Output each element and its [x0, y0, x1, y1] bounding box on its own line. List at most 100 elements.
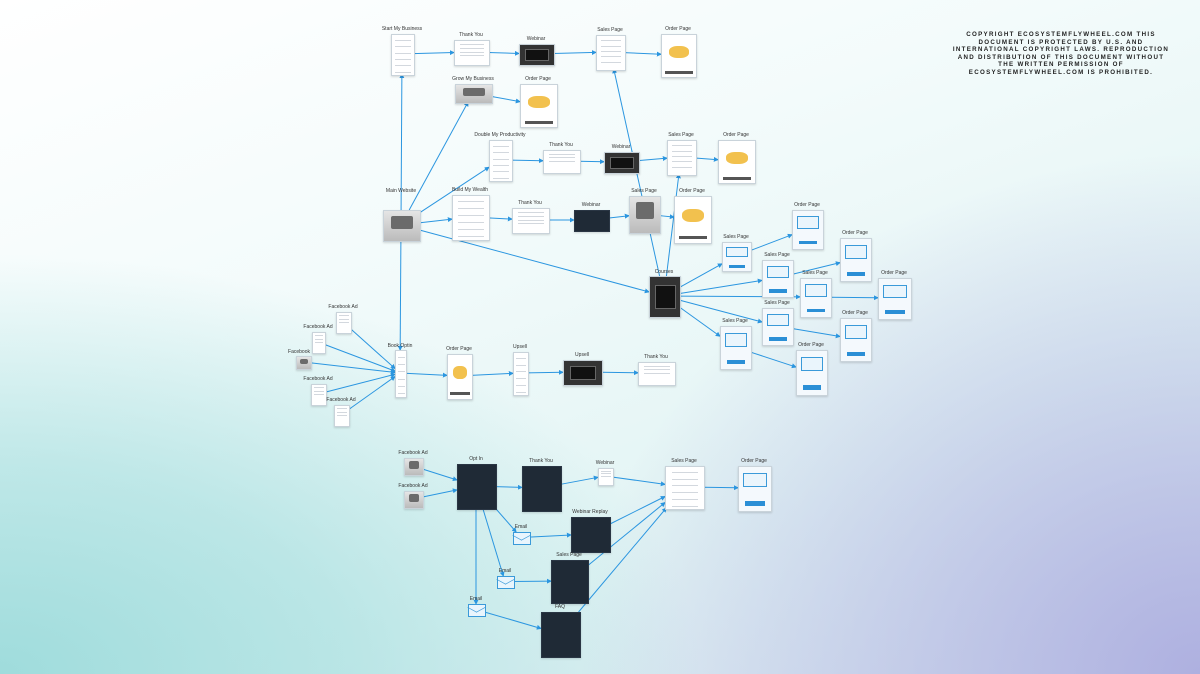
node-label: Webinar	[581, 202, 601, 208]
node-label: Main Website	[385, 188, 417, 194]
node-label: Sales Page	[802, 270, 828, 276]
node-ty1[interactable]: Thank You	[454, 32, 490, 66]
node-label: Thank You	[518, 200, 542, 206]
node-ty2[interactable]: Thank You	[543, 142, 581, 174]
connector-sales2-to-order3	[694, 156, 719, 162]
node-courses[interactable]: Courses	[649, 269, 681, 318]
node-faq[interactable]: FAQ	[541, 604, 581, 658]
node-order1[interactable]: Order Page	[661, 26, 697, 78]
page-thumbnail	[649, 276, 681, 318]
node-fb5[interactable]: Facebook Ad	[326, 397, 356, 427]
connector-fb3-to-book_optin	[309, 362, 396, 375]
page-thumbnail	[455, 84, 493, 104]
node-email3[interactable]: Email	[468, 596, 486, 617]
node-webinar4[interactable]: Webinar	[596, 460, 614, 486]
node-c-order2[interactable]: Order Page	[840, 230, 872, 282]
node-sales4[interactable]: Sales Page	[665, 458, 705, 510]
node-c-sales5[interactable]: Sales Page	[720, 318, 752, 370]
node-label: Webinar	[595, 460, 615, 466]
node-ty3[interactable]: Thank You	[512, 200, 550, 234]
page-thumbnail	[571, 517, 611, 553]
node-fb3[interactable]: Facebook	[288, 349, 312, 370]
node-c-sales1[interactable]: Sales Page	[722, 234, 752, 272]
node-label: Thank You	[549, 142, 573, 148]
node-fb4[interactable]: Facebook Ad	[303, 376, 333, 406]
node-label: Order Page	[525, 76, 551, 82]
node-ty5[interactable]: Thank You	[522, 458, 562, 512]
page-thumbnail	[598, 468, 614, 486]
node-grow-biz[interactable]: Grow My Business	[452, 76, 494, 104]
node-c-order5[interactable]: Order Page	[796, 342, 828, 396]
node-fb2[interactable]: Facebook Ad	[303, 324, 333, 354]
node-label: Order Page	[881, 270, 907, 276]
node-fb6[interactable]: Facebook Ad	[398, 450, 428, 476]
page-thumbnail	[762, 260, 794, 298]
node-label: Facebook Ad	[303, 324, 333, 330]
node-book-optin[interactable]: Book Optin	[388, 343, 412, 398]
node-fb7[interactable]: Facebook Ad	[398, 483, 428, 509]
node-email2[interactable]: Email	[497, 568, 515, 589]
node-c-order4[interactable]: Order Page	[840, 310, 872, 362]
node-web2[interactable]: Webinar	[604, 144, 640, 174]
node-c-order3[interactable]: Order Page	[878, 270, 912, 320]
connector-web3-to-sales3	[607, 213, 630, 219]
node-label: Facebook	[288, 349, 310, 355]
node-optin2[interactable]: Opt In	[457, 456, 497, 510]
node-label: Facebook Ad	[326, 397, 356, 403]
node-label: Sales Page	[668, 132, 694, 138]
page-thumbnail	[722, 242, 752, 272]
node-order4[interactable]: Order Page	[674, 188, 712, 244]
page-thumbnail	[629, 196, 661, 234]
page-thumbnail	[452, 195, 490, 241]
page-thumbnail	[840, 238, 872, 282]
node-c-sales3[interactable]: Sales Page	[800, 270, 832, 318]
node-email1[interactable]: Email	[513, 524, 531, 545]
page-thumbnail	[604, 152, 640, 174]
connector-main_web-to-build_wealth	[418, 217, 453, 224]
node-upsell-vid[interactable]: Upsell	[563, 352, 603, 386]
connector-c_sales5-to-c_order5	[749, 351, 797, 369]
node-main-web[interactable]: Main Website	[383, 188, 421, 242]
node-web1[interactable]: Webinar	[519, 36, 555, 66]
node-double-prod[interactable]: Double My Productivity	[474, 132, 526, 182]
connector-upsell-to-upsell_vid	[526, 369, 564, 375]
node-start-biz[interactable]: Start My Business	[382, 26, 422, 76]
connector-fb4-to-book_optin	[324, 372, 396, 393]
connector-optin2-to-ty5	[494, 484, 523, 490]
connector-double_prod-to-ty2	[510, 158, 544, 164]
node-build-wealth[interactable]: Build My Wealth	[452, 187, 490, 241]
node-upsell[interactable]: Upsell	[513, 344, 529, 396]
connector-sales5-to-sales4	[586, 502, 666, 567]
node-label: Book Optin	[387, 343, 413, 349]
node-c-order1[interactable]: Order Page	[792, 202, 824, 250]
node-order2[interactable]: Order Page	[520, 76, 558, 128]
node-sales5[interactable]: Sales Page	[551, 552, 589, 604]
connector-main_web-to-start_biz	[399, 73, 405, 211]
node-label: Webinar	[526, 36, 546, 42]
connector-fb7-to-optin2	[421, 488, 458, 498]
node-c-sales4[interactable]: Sales Page	[762, 300, 794, 346]
node-c-sales2[interactable]: Sales Page	[762, 252, 794, 298]
connector-sales4-to-order6	[702, 485, 739, 491]
node-web3[interactable]: Webinar	[574, 202, 610, 232]
page-thumbnail	[738, 466, 772, 512]
node-order5[interactable]: Order Page	[446, 346, 473, 400]
node-label: Order Page	[679, 188, 705, 194]
node-sales2[interactable]: Sales Page	[667, 132, 697, 176]
node-sales3[interactable]: Sales Page	[629, 188, 661, 234]
node-order6[interactable]: Order Page	[738, 458, 772, 512]
node-label: Double My Productivity	[474, 132, 526, 138]
connector-upsell_vid-to-ty4	[600, 370, 639, 376]
node-replay[interactable]: Webinar Replay	[571, 509, 611, 553]
connector-web1-to-sales1	[552, 49, 597, 55]
page-thumbnail	[404, 458, 424, 476]
node-order3[interactable]: Order Page	[718, 132, 756, 184]
node-sales1[interactable]: Sales Page	[596, 27, 626, 71]
page-thumbnail	[596, 35, 626, 71]
connector-courses-to-c_sales5	[678, 306, 721, 337]
connector-c_sales4-to-c_order4	[791, 328, 841, 339]
node-fb1[interactable]: Facebook Ad	[328, 304, 358, 334]
node-label: Sales Page	[723, 234, 749, 240]
node-ty4[interactable]: Thank You	[638, 354, 676, 386]
